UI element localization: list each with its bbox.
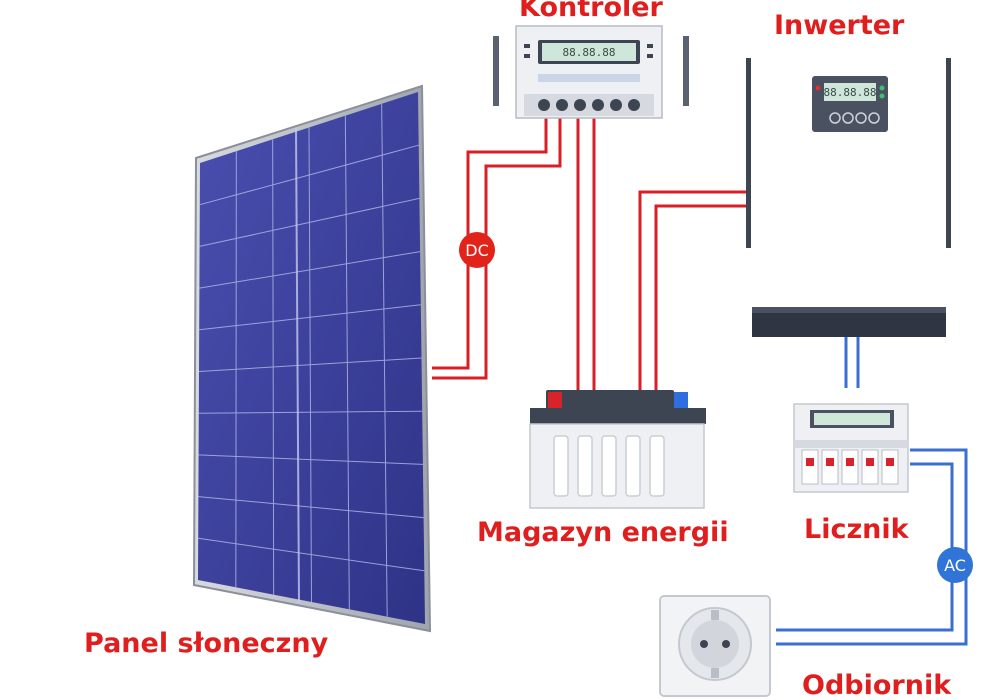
inverter-display: 88.88.88: [824, 86, 877, 99]
ac-badge: AC: [937, 547, 973, 583]
socket-icon: [659, 595, 771, 697]
label-storage: Magazyn energii: [477, 517, 729, 548]
inverter-meter-wiring: [844, 337, 860, 388]
label-inverter: Inwerter: [774, 10, 905, 41]
ac-badge-text: AC: [944, 556, 966, 575]
dc-wiring: [432, 118, 750, 392]
label-controller: Kontroler: [519, 0, 663, 23]
dc-badge-text: DC: [465, 241, 489, 260]
inverter-icon: 88.88.88: [746, 58, 951, 337]
battery-icon: [529, 390, 706, 509]
label-meter: Licznik: [804, 514, 909, 545]
label-consumer: Odbiornik: [802, 670, 952, 700]
meter-icon: [793, 403, 909, 493]
controller-display: 88.88.88: [563, 46, 616, 59]
charge-controller-icon: 88.88.88: [493, 25, 689, 119]
dc-badge: DC: [459, 232, 495, 268]
solar-panel-icon: [192, 84, 432, 633]
label-panel: Panel słoneczny: [84, 628, 329, 659]
ac-wiring: [776, 448, 968, 646]
